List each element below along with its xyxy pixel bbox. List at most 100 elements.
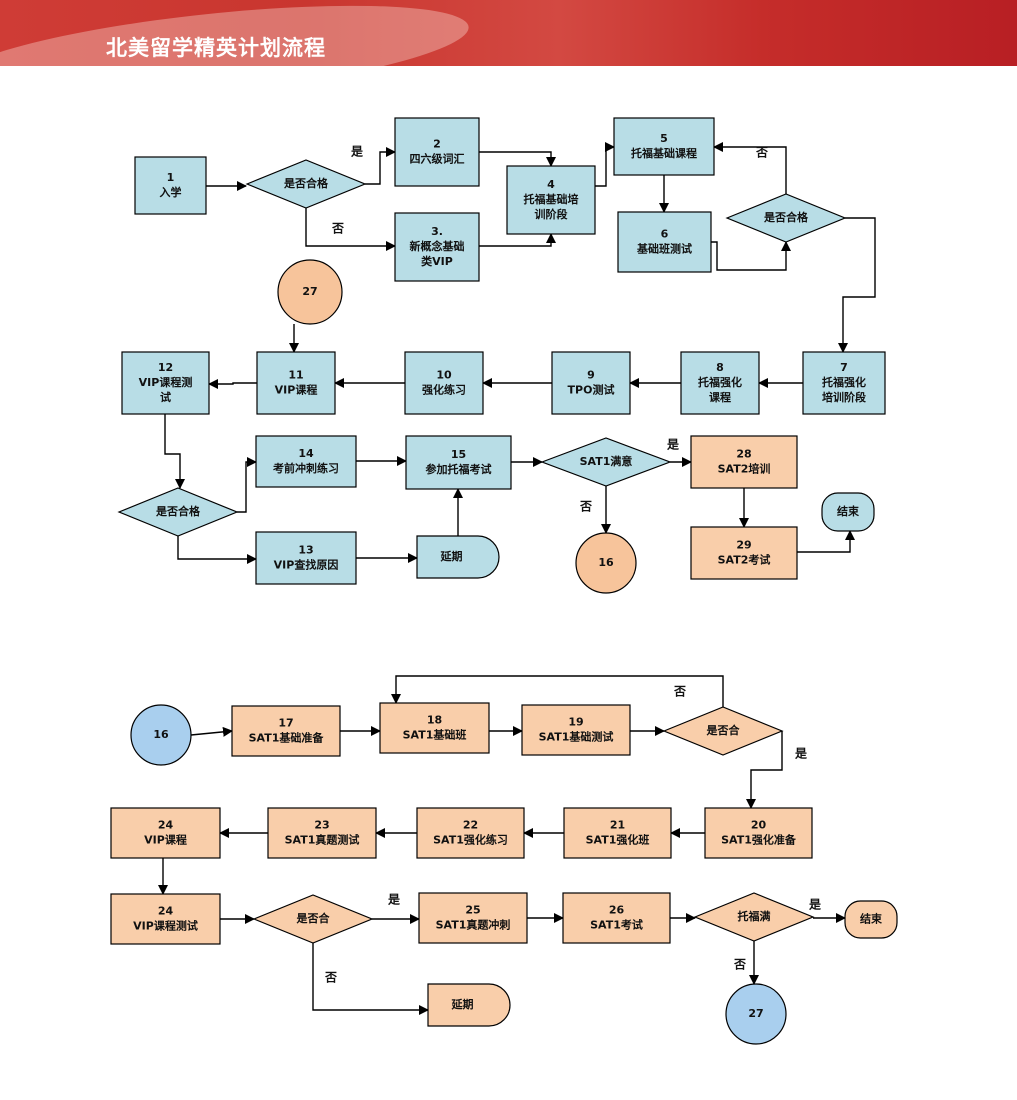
node-label: 是否合 — [706, 723, 741, 737]
node-label: SAT1强化准备 — [721, 833, 797, 847]
node-c16b: 16 — [130, 704, 192, 766]
connector-arrow — [190, 726, 233, 737]
node-end2: 结束 — [844, 900, 898, 939]
node-label: SAT1考试 — [590, 918, 643, 932]
decision-diamond — [725, 193, 847, 243]
node-label: 托福基础培 — [524, 192, 579, 206]
decision-diamond — [252, 894, 374, 944]
end-terminator — [821, 492, 875, 532]
node-label: 四六级词汇 — [410, 152, 465, 166]
node-label: VIP查找原因 — [274, 558, 339, 572]
node-label: 结束 — [836, 504, 860, 518]
node-label: 13 — [298, 544, 313, 557]
node-label: 参加托福考试 — [426, 462, 492, 476]
header-banner: 北美留学精英计划流程 — [0, 0, 1017, 66]
node-label: 1 — [167, 171, 175, 184]
node-d2: 是否合格 — [725, 193, 847, 243]
node-label: SAT1强化练习 — [433, 833, 508, 847]
connector-arrow — [711, 241, 791, 271]
node-label: SAT1基础测试 — [539, 730, 614, 744]
node-label: 是否合 — [296, 911, 331, 925]
node-label: 托福满 — [738, 909, 771, 923]
node-label: 24 — [158, 819, 174, 832]
node-d7: 托福满 — [693, 892, 815, 942]
process-box — [613, 117, 715, 176]
node-label: 26 — [609, 904, 625, 917]
node-label: 27 — [302, 285, 317, 298]
node-label: 20 — [751, 819, 767, 832]
process-box — [121, 351, 210, 415]
node-c27a: 27 — [277, 259, 343, 325]
decision-diamond — [693, 892, 815, 942]
process-box — [379, 702, 490, 754]
process-box — [562, 892, 671, 944]
node-label: SAT2考试 — [718, 553, 771, 567]
connector-arrow — [838, 217, 876, 353]
node-d5: 是否合 — [662, 706, 784, 756]
node-label: 6 — [661, 228, 669, 241]
node-label: 21 — [610, 819, 625, 832]
node-label: 10 — [436, 369, 452, 382]
node-label: VIP课程 — [275, 383, 318, 397]
node-label: 延期 — [440, 549, 463, 563]
node-label: SAT1强化班 — [586, 833, 650, 847]
node-d6: 是否合 — [252, 894, 374, 944]
node-label: 培训阶段 — [822, 390, 866, 404]
connector-arrow — [164, 414, 185, 489]
node-label: SAT1真题测试 — [285, 833, 360, 847]
process-box — [680, 351, 760, 415]
process-box — [563, 807, 672, 859]
process-box — [690, 435, 798, 489]
node-label: 托福基础课程 — [631, 146, 697, 160]
node-label: 延期 — [451, 997, 474, 1011]
node-label: 27 — [748, 1007, 763, 1020]
connector-arrow — [713, 142, 787, 194]
edge-label: 否 — [733, 958, 746, 972]
node-label: 12 — [158, 361, 173, 374]
node-label: 8 — [716, 361, 724, 374]
decision-diamond — [540, 437, 672, 487]
process-box — [802, 351, 886, 415]
node-label: 是否合格 — [283, 176, 329, 190]
node-label: VIP课程测试 — [133, 919, 198, 933]
edge-label: 否 — [755, 146, 768, 160]
node-label: VIP课程 — [144, 833, 187, 847]
node-label: 19 — [568, 716, 583, 729]
process-box — [551, 351, 631, 415]
node-label: 29 — [736, 539, 751, 552]
node-label: 7 — [840, 361, 848, 374]
process-box — [110, 893, 221, 945]
node-delay2: 延期 — [427, 983, 511, 1027]
connector-circle — [575, 532, 637, 594]
process-box — [617, 211, 712, 273]
node-label: 是否合格 — [763, 210, 809, 224]
node-label: 托福强化 — [822, 375, 866, 389]
process-box — [255, 435, 357, 488]
page-title: 北美留学精英计划流程 — [106, 36, 326, 60]
node-label: 11 — [288, 369, 303, 382]
node-label: 2 — [433, 138, 441, 151]
node-c27b: 27 — [725, 983, 787, 1045]
process-box — [394, 212, 480, 282]
process-box — [255, 531, 357, 585]
connector-arrow — [177, 536, 257, 564]
node-label: 24 — [158, 905, 174, 918]
connector-arrow — [746, 731, 783, 809]
